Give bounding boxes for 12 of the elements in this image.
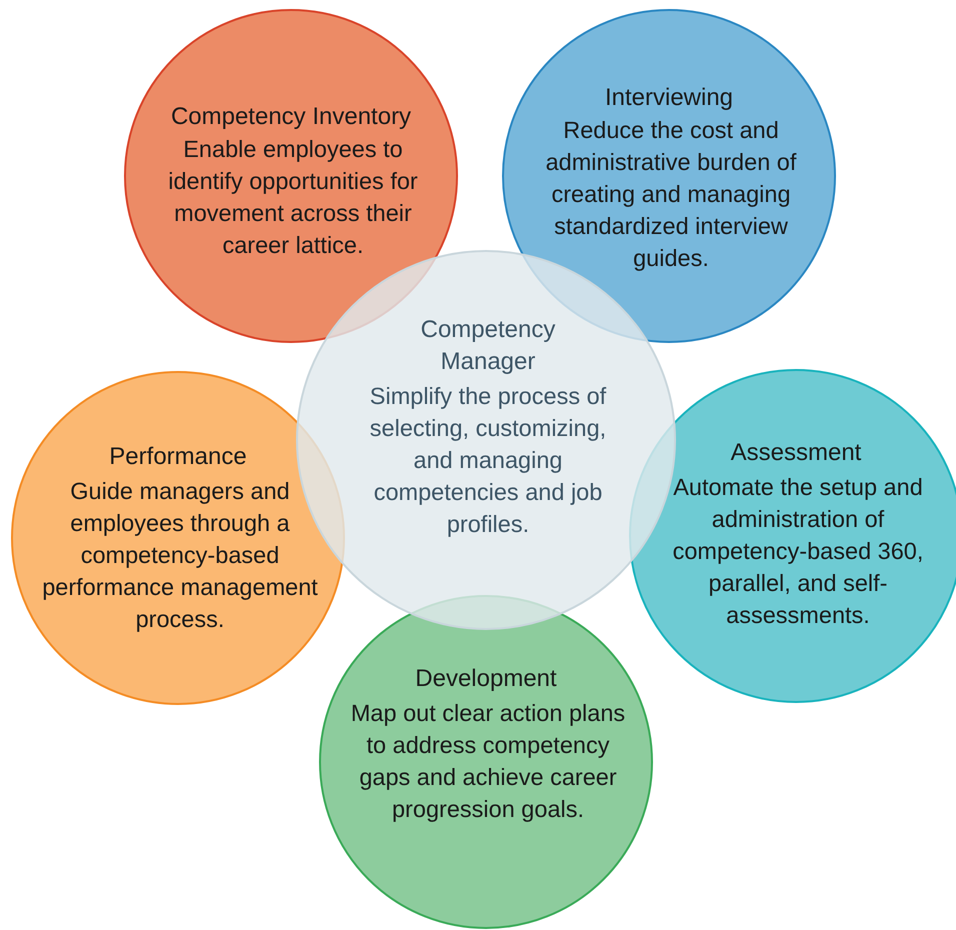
circle-description: Map out clear action plans to address competency gaps and achieve career progression goals. (350, 699, 626, 824)
circle-heading: Competency Manager (420, 315, 556, 377)
circle-heading: Assessment (730, 439, 862, 467)
circle-heading: Competency Inventory (170, 103, 412, 131)
circle-heading: Interviewing (604, 84, 734, 112)
circle-description: Simplify the process of selecting, customizing, and managing competencies and job profiles. (368, 382, 608, 539)
circle-description: Reduce the cost and administrative burden of creating and managing standardized interview guides. (544, 116, 798, 273)
circle-heading: Performance (108, 443, 248, 471)
circle-description: Automate the setup and administration of competency-based 360, parallel, and self-assessments. (672, 473, 924, 630)
circle-heading: Development (414, 665, 558, 693)
circle-description: Guide managers and employees through a competency-based performance management process. (41, 477, 319, 634)
circle-description: Enable employees to identify opportunities for movement across their career lattice. (167, 135, 419, 260)
